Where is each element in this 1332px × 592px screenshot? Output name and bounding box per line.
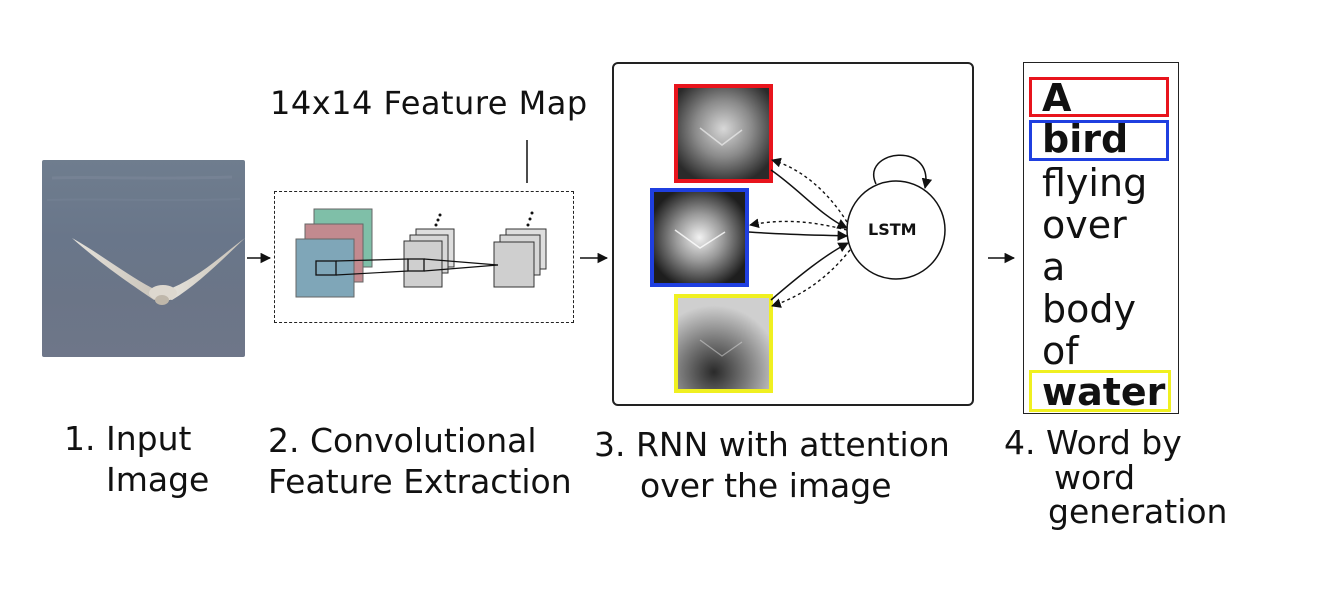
step-4-label: 4. Word by word generation xyxy=(1004,423,1228,532)
word-6: of xyxy=(1042,329,1079,373)
feature-map-layer1-front xyxy=(295,238,355,298)
bird-photo-icon xyxy=(46,175,245,305)
lstm-label: LSTM xyxy=(868,220,917,239)
input-image-bird xyxy=(42,160,245,357)
attention-map-2 xyxy=(652,190,747,285)
word-highlight-a xyxy=(1029,77,1169,117)
word-1: bird xyxy=(1042,117,1129,161)
word-2: flying xyxy=(1042,161,1148,205)
feature-extraction-box xyxy=(274,191,574,323)
step-3-label: 3. RNN with attention over the image xyxy=(594,425,950,506)
word-highlight-bird xyxy=(1029,120,1169,161)
word-3: over xyxy=(1042,203,1127,247)
attention-map-3 xyxy=(676,296,771,391)
word-4: a xyxy=(1042,245,1066,289)
lstm-recurrent-arrow xyxy=(873,154,933,190)
word-highlight-water xyxy=(1029,370,1171,412)
feature-map-label: 14x14 Feature Map xyxy=(270,84,588,122)
word-7: water xyxy=(1042,370,1166,414)
word-0: A xyxy=(1042,76,1072,120)
attention-map-1 xyxy=(676,86,771,181)
step-2-label: 2. Convolutional Feature Extraction xyxy=(268,421,572,502)
step-1-label: 1. Input Image xyxy=(64,419,210,500)
word-5: body xyxy=(1042,287,1136,331)
word-generation-box xyxy=(1023,62,1179,414)
